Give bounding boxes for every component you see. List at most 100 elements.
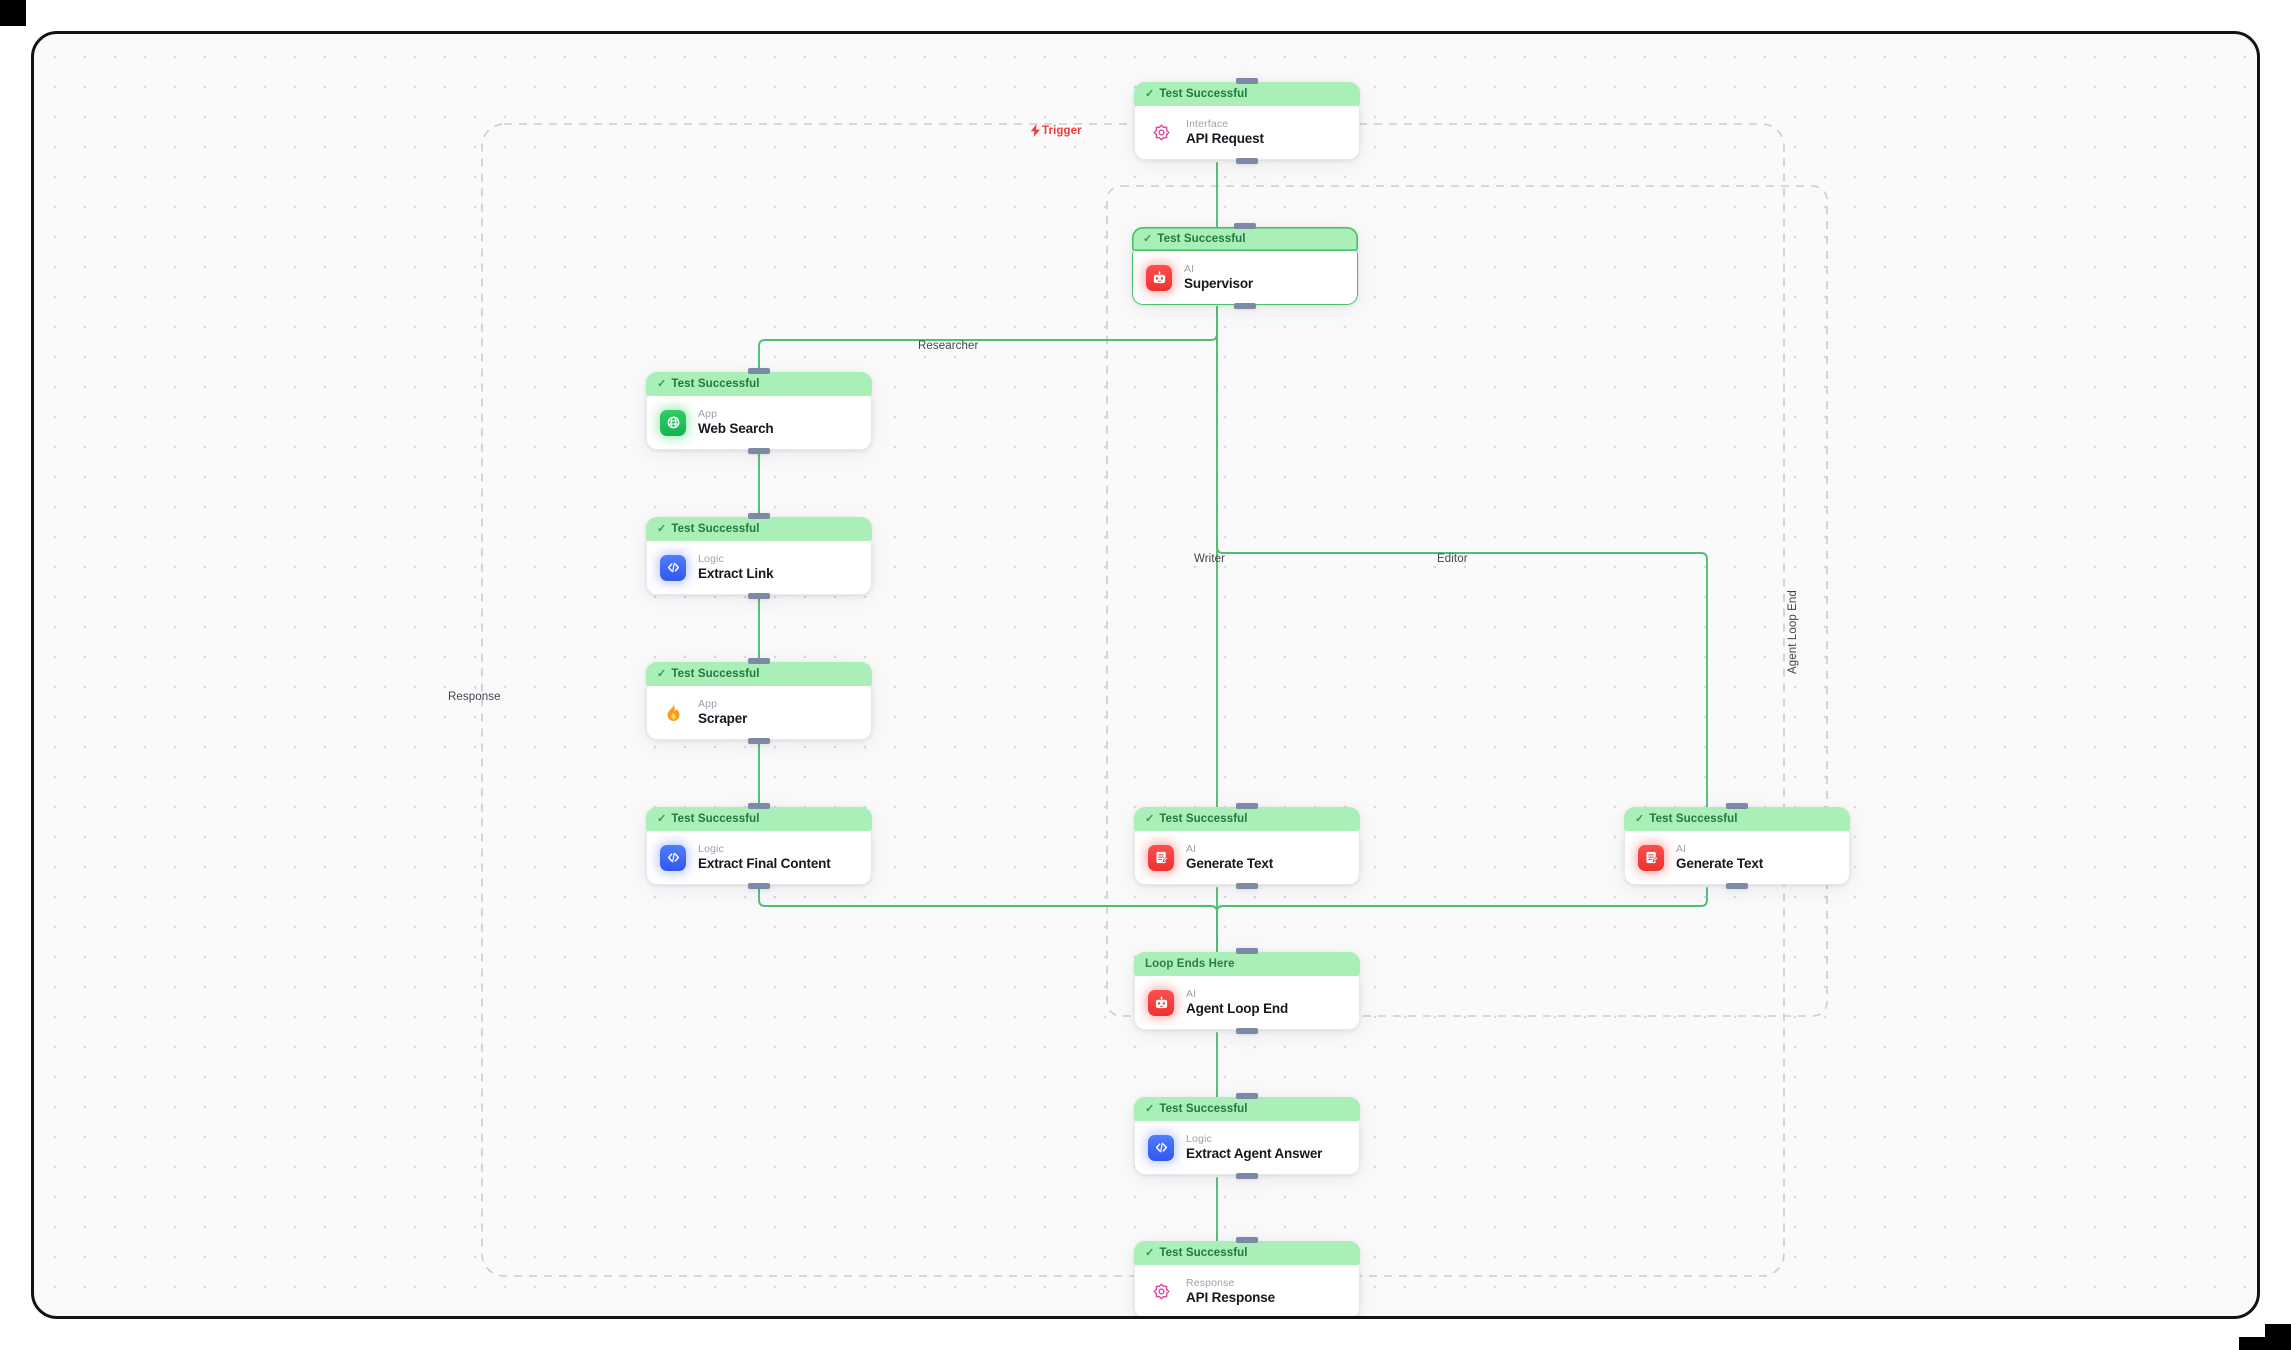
node-handle-bottom[interactable] — [1726, 883, 1748, 889]
node-handle-bottom[interactable] — [1236, 158, 1258, 164]
node-status-bar: ✓Test Successful — [1134, 1241, 1360, 1265]
node-handle-top[interactable] — [1726, 803, 1748, 809]
check-icon: ✓ — [657, 377, 667, 390]
node-title-label: Generate Text — [1676, 855, 1764, 871]
globe-icon — [660, 409, 686, 436]
code-icon — [1148, 1134, 1174, 1161]
node-handle-top[interactable] — [748, 368, 770, 374]
node-title-label: Generate Text — [1186, 855, 1274, 871]
node-status-bar: ✓ Test Successful — [1132, 227, 1358, 251]
node-handle-bottom[interactable] — [748, 448, 770, 454]
node-handle-top[interactable] — [1236, 803, 1258, 809]
node-status-label: Test Successful — [671, 523, 760, 535]
node-status-bar: ✓Test Successful — [646, 517, 872, 541]
gear-icon — [1148, 1279, 1174, 1305]
node-title-label: Extract Link — [698, 565, 774, 581]
node-handle-bottom[interactable] — [748, 738, 770, 744]
check-icon: ✓ — [1145, 812, 1155, 825]
edge-label-trigger-text: Trigger — [1042, 124, 1082, 137]
node-handle-top[interactable] — [1236, 78, 1258, 84]
node-handle-top[interactable] — [748, 658, 770, 664]
node-kind-label: AI — [1184, 262, 1195, 275]
workflow-canvas[interactable]: Trigger Researcher Writer Editor Agent L… — [31, 31, 2260, 1319]
node-status-bar: ✓Test Successful — [646, 807, 872, 831]
note-pencil-icon — [1638, 844, 1664, 871]
node-handle-top[interactable] — [1236, 948, 1258, 954]
node-handle-top[interactable] — [1234, 223, 1256, 229]
edge-label-trigger: Trigger — [1030, 124, 1082, 137]
check-icon: ✓ — [1145, 87, 1155, 100]
node-handle-bottom[interactable] — [1236, 1173, 1258, 1179]
node-handle-bottom[interactable] — [1234, 303, 1256, 309]
corner-marker-bottom-right — [2265, 1324, 2291, 1350]
gear-icon — [1148, 120, 1174, 146]
node-title-label: API Response — [1186, 1289, 1275, 1305]
node-handle-bottom[interactable] — [1236, 1028, 1258, 1034]
edge-label-editor: Editor — [1437, 553, 1468, 565]
robot-icon — [1146, 264, 1172, 291]
node-handle-bottom[interactable] — [748, 593, 770, 599]
node-kind-label: App — [698, 407, 718, 420]
node-handle-top[interactable] — [748, 513, 770, 519]
node-title-label: API Request — [1186, 130, 1264, 146]
edge-label-agent-loop-end: Agent Loop End — [1787, 590, 1799, 674]
edge-supervisor-to-generate-text-editor — [1216, 306, 1708, 808]
node-handle-bottom[interactable] — [748, 883, 770, 889]
node-title-label: Extract Final Content — [698, 855, 831, 871]
node-kind-label: Logic — [698, 842, 724, 855]
check-icon: ✓ — [1143, 232, 1153, 245]
node-status-label: Loop Ends Here — [1145, 958, 1235, 970]
node-title-label: Extract Agent Answer — [1186, 1145, 1323, 1161]
node-status-label: Test Successful — [1159, 813, 1248, 825]
node-status-label: Test Successful — [671, 378, 760, 390]
node-handle-bottom[interactable] — [1236, 883, 1258, 889]
agent-loop-boundary — [1106, 185, 1828, 1017]
node-status-label: Test Successful — [1159, 88, 1248, 100]
edge-label-writer: Writer — [1194, 553, 1226, 565]
edges-layer — [758, 162, 1708, 1242]
node-title-label: Web Search — [698, 420, 774, 436]
node-kind-label: Logic — [1186, 1132, 1212, 1145]
node-kind-label: Logic — [698, 552, 724, 565]
node-handle-top[interactable] — [1236, 1093, 1258, 1099]
node-kind-label: AI — [1186, 987, 1197, 1000]
node-status-label: Test Successful — [1159, 1103, 1248, 1115]
node-handle-top[interactable] — [748, 803, 770, 809]
node-status-label: Test Successful — [1157, 233, 1246, 245]
node-title-label: Supervisor — [1184, 275, 1254, 291]
node-handle-top[interactable] — [1236, 1237, 1258, 1243]
node-title-label: Scraper — [698, 710, 748, 726]
edge-label-response: Response — [448, 691, 501, 703]
node-handle-bottom[interactable] — [1236, 1317, 1258, 1319]
